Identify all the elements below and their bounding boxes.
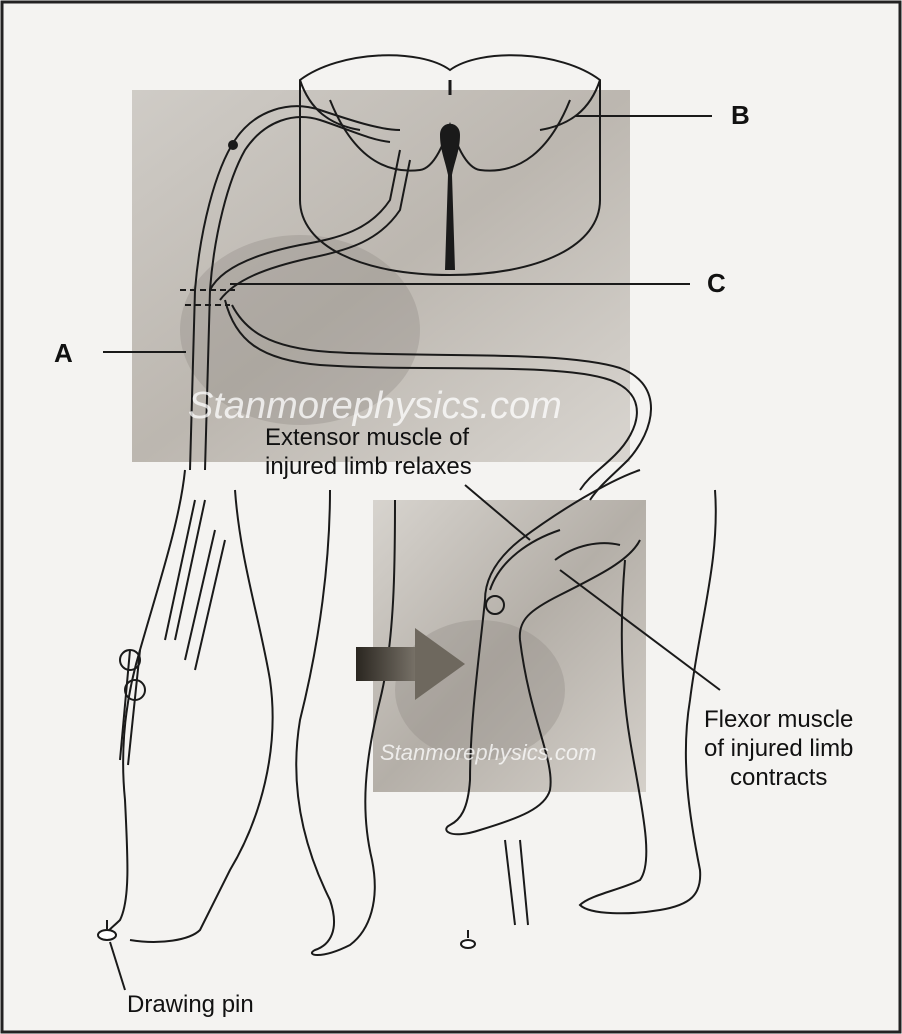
label-flexor-line1: Flexor muscle — [704, 705, 853, 734]
watermark-bottom: Stanmorephysics.com — [380, 740, 596, 766]
label-b: B — [731, 100, 750, 131]
label-a: A — [54, 338, 73, 369]
watermark-top: Stanmorephysics.com — [188, 385, 562, 428]
label-flexor: Flexor muscle of injured limb contracts — [704, 705, 853, 792]
label-flexor-line2: of injured limb — [704, 734, 853, 763]
label-extensor: Extensor muscle of injured limb relaxes — [265, 423, 472, 481]
label-c: C — [707, 268, 726, 299]
label-extensor-line2: injured limb relaxes — [265, 452, 472, 481]
label-extensor-line1: Extensor muscle of — [265, 423, 472, 452]
label-flexor-line3: contracts — [704, 763, 853, 792]
label-drawing-pin: Drawing pin — [127, 990, 254, 1019]
